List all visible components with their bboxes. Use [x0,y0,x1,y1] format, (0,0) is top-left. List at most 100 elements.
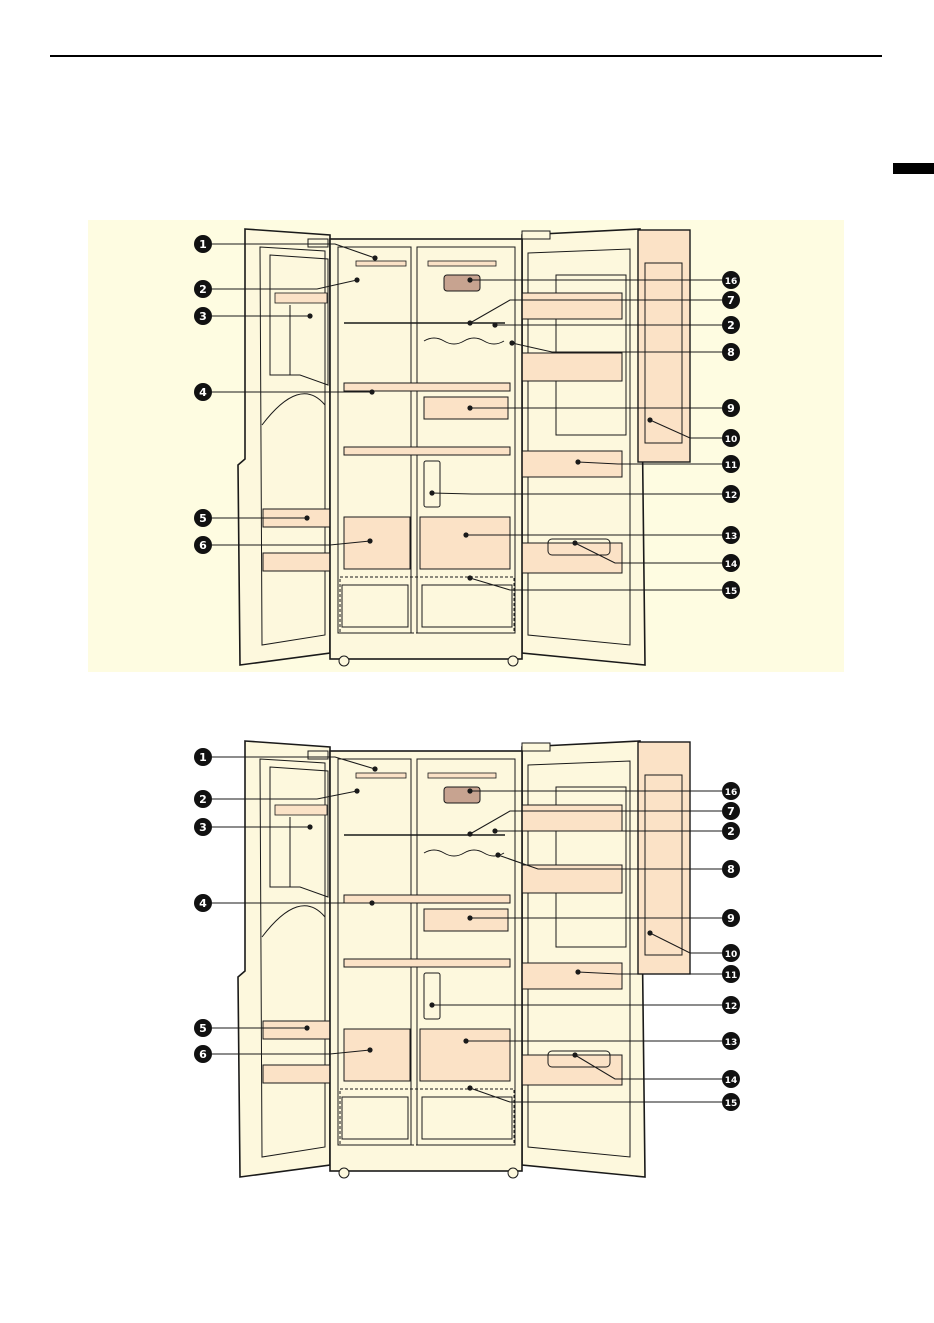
callout-anchor-dot [467,320,472,325]
callout-anchor-dot [429,1002,434,1007]
callout-number: 8 [727,346,735,359]
fridge-lamp [428,773,496,778]
left-hinge [308,239,328,247]
callout-number: 3 [199,310,207,323]
fridge-lamp [428,261,496,266]
callout-anchor-dot [307,313,312,318]
door-bin-lower [263,1065,330,1083]
callout-number: 10 [725,435,738,445]
callout-number: 12 [725,491,738,501]
callout-number: 5 [199,512,207,525]
callout-anchor-dot [429,490,434,495]
callout-number: 2 [199,793,207,806]
glass-shelf-box [424,909,508,931]
door-bin-4 [522,1055,622,1085]
callout-number: 2 [199,283,207,296]
right-hinge [522,743,550,751]
callout-anchor-dot [495,852,500,857]
callout-anchor-dot [575,969,580,974]
callout-anchor-dot [367,1047,372,1052]
callout-number: 13 [725,1038,738,1048]
callout-anchor-dot [647,417,652,422]
callout-anchor-dot [467,575,472,580]
right-foot [508,1168,518,1178]
callout-number: 11 [725,461,738,471]
callout-anchor-dot [463,1038,468,1043]
callout-anchor-dot [467,405,472,410]
callout-anchor-dot [509,340,514,345]
callout-number: 7 [727,294,735,307]
callout-number: 3 [199,821,207,834]
callout-number: 1 [199,238,207,251]
callout-number: 9 [727,402,735,415]
callout-number: 16 [725,788,738,798]
callout-number: 12 [725,1002,738,1012]
shelf-middle [344,383,510,391]
shelf-lower [344,447,510,455]
callout-anchor-dot [354,277,359,282]
door-bin-lower [263,553,330,571]
left-foot [339,1168,349,1178]
callout-anchor-dot [304,1025,309,1030]
right-hinge [522,231,550,239]
callout-anchor-dot [307,824,312,829]
callout-anchor-dot [354,788,359,793]
callout-number: 6 [199,1048,207,1061]
callout-anchor-dot [367,538,372,543]
callout-number: 8 [727,863,735,876]
callout-number: 4 [199,897,207,910]
callout-anchor-dot [467,831,472,836]
callout-number: 16 [725,277,738,287]
callout-anchor-dot [572,1052,577,1057]
callout-number: 10 [725,950,738,960]
pure-n-fresh-filter [444,787,480,803]
water-filter [424,461,440,507]
door-bin-4 [522,543,622,573]
callout-anchor-dot [467,915,472,920]
callout-anchor-dot [467,1085,472,1090]
callout-anchor-dot [304,515,309,520]
left-hinge [308,751,328,759]
callout-number: 14 [725,1076,738,1086]
shelf-middle [344,895,510,903]
callout-number: 6 [199,539,207,552]
callout-anchor-dot [467,277,472,282]
callout-anchor-dot [463,532,468,537]
door-bin-1 [522,805,622,831]
callout-anchor-dot [492,322,497,327]
shelf-lower [344,959,510,967]
callout-anchor-dot [647,930,652,935]
ice-maker-vent [275,293,327,303]
callout-number: 2 [727,825,735,838]
callout-number: 15 [725,1099,738,1109]
callout-number: 11 [725,971,738,981]
left-foot [339,656,349,666]
refrigerator-illustration [238,741,690,1178]
refrigerator-illustration [238,229,690,666]
vegetable-drawer [420,517,510,569]
pure-n-fresh-filter [444,275,480,291]
diagram_top-svg: 123456167289101112131415 [0,0,934,690]
callout-number: 1 [199,751,207,764]
fridge-diagram-top: 123456167289101112131415 [0,0,934,690]
door-bin-2 [522,353,622,381]
freezer-lamp [356,261,406,266]
callout-number: 2 [727,319,735,332]
callout-number: 7 [727,805,735,818]
door-bin-upper [263,1021,330,1039]
callout-anchor-dot [492,828,497,833]
callout-anchor-dot [467,788,472,793]
right-foot [508,656,518,666]
ice-maker-vent [275,805,327,815]
callout-number: 9 [727,912,735,925]
callout-number: 5 [199,1022,207,1035]
callout-anchor-dot [575,459,580,464]
callout-number: 15 [725,587,738,597]
callout-number: 13 [725,532,738,542]
callout-number: 14 [725,560,738,570]
freezer-drawer [344,1029,410,1081]
callout-anchor-dot [372,255,377,260]
water-filter [424,973,440,1019]
